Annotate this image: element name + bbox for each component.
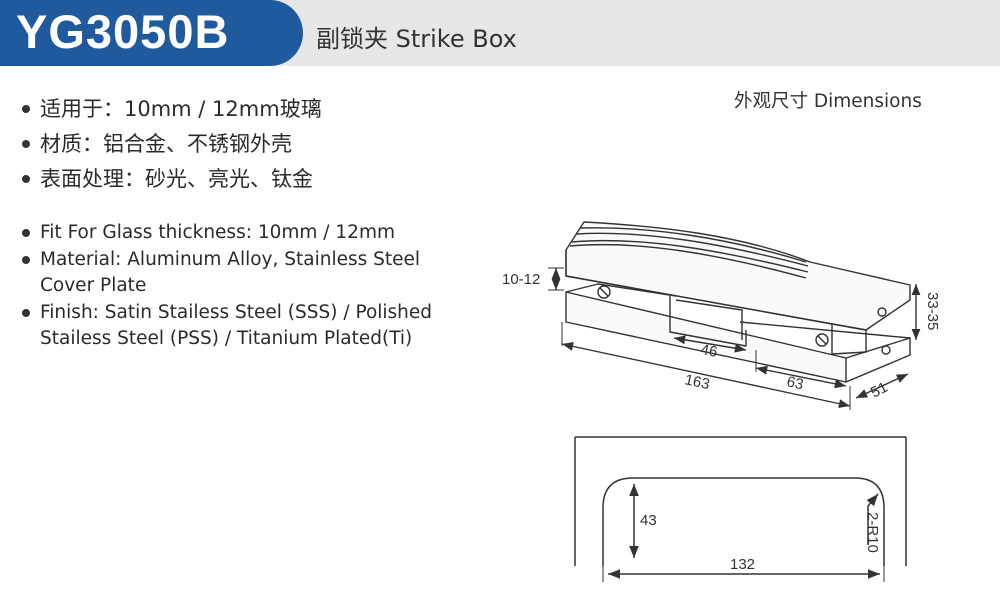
bullet-icon	[22, 105, 30, 113]
dim-gap: 10-12	[502, 271, 540, 288]
dim-length: 163	[683, 371, 711, 393]
spec-en-item: Fit For Glass thickness: 10mm / 12mm	[20, 220, 432, 246]
dim-height: 33-35	[924, 292, 941, 330]
bullet-icon	[22, 229, 30, 237]
isometric-view	[548, 221, 921, 410]
spec-cn-item: 材质：铝合金、不锈钢外壳	[20, 127, 322, 162]
dim-slot: 46	[699, 341, 718, 361]
spec-en-item: Finish: Satin Stailess Steel (SSS) / Pol…	[20, 300, 432, 352]
specs-chinese: 适用于：10mm / 12mm玻璃 材质：铝合金、不锈钢外壳 表面处理：砂光、亮…	[20, 92, 322, 197]
dimensions-label: 外观尺寸 Dimensions	[734, 91, 922, 112]
specs-english: Fit For Glass thickness: 10mm / 12mm Mat…	[20, 220, 432, 353]
spec-cn-item: 表面处理：砂光、亮光、钛金	[20, 162, 322, 197]
header-bar: YG3050B 副锁夹 Strike Box	[0, 0, 1000, 66]
dim-segment: 63	[785, 373, 805, 393]
bullet-icon	[22, 309, 30, 317]
plan-view	[574, 436, 907, 582]
dim-width: 51	[868, 379, 891, 402]
bullet-icon	[22, 140, 30, 148]
spec-cn-item: 适用于：10mm / 12mm玻璃	[20, 92, 322, 127]
bullet-icon	[22, 175, 30, 183]
dim-depth: 43	[640, 512, 657, 529]
model-badge: YG3050B	[0, 0, 303, 66]
spec-en-item: Material: Aluminum Alloy, Stainless Stee…	[20, 247, 432, 299]
dim-radius: 2-R10	[864, 512, 881, 553]
dim-span: 132	[730, 556, 755, 573]
model-code: YG3050B	[16, 5, 230, 58]
bullet-icon	[22, 256, 30, 264]
product-name: 副锁夹 Strike Box	[316, 25, 517, 53]
